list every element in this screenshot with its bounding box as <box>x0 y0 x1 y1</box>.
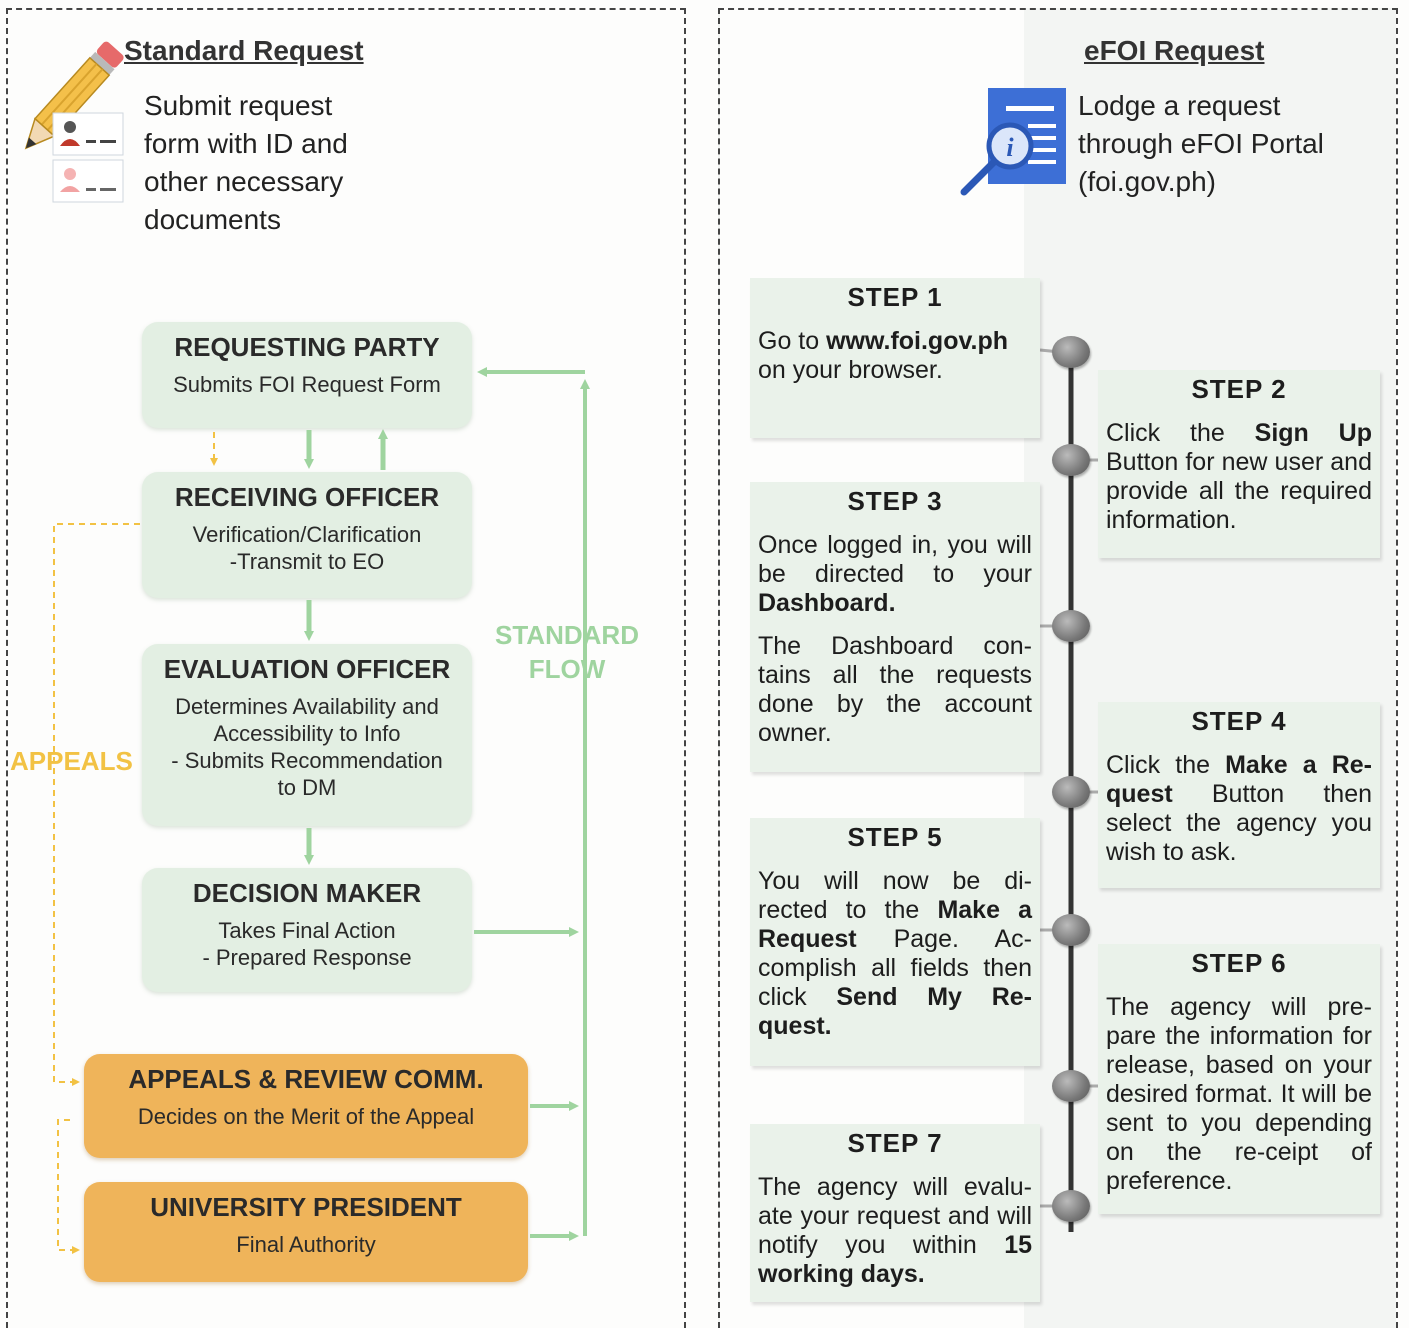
standard-request-intro: Submit request form with ID and other ne… <box>144 90 348 235</box>
step-title: STEP 6 <box>1191 948 1287 978</box>
step-title: STEP 4 <box>1191 706 1287 736</box>
step-6-card: STEP 6 The agency will pre-pare the info… <box>1098 944 1380 1214</box>
step-bold-text: Make a Re-quest <box>1106 751 1372 808</box>
step-body: Go to www.foi.gov.ph on your browser. <box>758 327 1032 385</box>
step-bold-text: Make a Request <box>758 896 1032 953</box>
id-card-icon <box>52 112 124 203</box>
step-body: The agency will evalu-ate your request a… <box>758 1173 1032 1289</box>
timeline-node-3 <box>1052 610 1090 642</box>
step-1-card: STEP 1 Go to www.foi.gov.ph on your brow… <box>750 278 1040 438</box>
step-bold-text: www.foi.gov.ph <box>826 327 1009 355</box>
step-body: The agency will pre-pare the information… <box>1106 993 1372 1196</box>
step-text: Click the <box>1106 751 1226 779</box>
step-text: The agency will pre-pare the information… <box>1106 993 1372 1195</box>
step-title: STEP 5 <box>847 822 943 852</box>
box-requesting-party: REQUESTING PARTY Submits FOI Request For… <box>142 322 472 428</box>
efoi-request-intro: Lodge a request through eFOI Portal (foi… <box>1078 90 1324 197</box>
step-text: The agency will evalu-ate your request a… <box>758 1173 1032 1259</box>
standard-request-panel <box>6 8 686 1328</box>
box-appeals-review-committee: APPEALS & REVIEW COMM. Decides on the Me… <box>84 1054 528 1158</box>
step-title: STEP 3 <box>847 486 943 516</box>
step-bold-text: Dashboard. <box>758 589 896 617</box>
step-bold-text: Sign Up <box>1254 419 1373 447</box>
document-search-icon: i <box>960 88 1066 196</box>
flow-arrows <box>53 367 590 1254</box>
svg-text:i: i <box>1006 133 1014 162</box>
timeline-node-1 <box>1052 336 1090 368</box>
timeline-node-2 <box>1052 444 1090 476</box>
appeals-dash-to-president <box>57 1119 80 1254</box>
step-text: Once logged in, you will be directed to … <box>758 531 1032 588</box>
step-text: You will now be di-rected to the <box>758 867 1032 924</box>
step-text: Click the <box>1106 419 1255 447</box>
step-bold-text: Send My Re-quest. <box>758 983 1032 1040</box>
timeline-node-7 <box>1052 1190 1090 1222</box>
standard-request-heading: Standard Request <box>124 35 364 66</box>
step-4-card: STEP 4 Click the Make a Re-quest Button … <box>1098 702 1380 888</box>
box-decision-maker: DECISION MAKER Takes Final Action - Prep… <box>142 868 472 992</box>
step-title: STEP 7 <box>847 1128 943 1158</box>
timeline-node-5 <box>1052 914 1090 946</box>
step-body: Once logged in, you will be directed to … <box>758 531 1032 618</box>
step-title: STEP 2 <box>1191 374 1287 404</box>
box-university-president: UNIVERSITY PRESIDENT Final Authority <box>84 1182 528 1282</box>
efoi-request-heading: eFOI Request <box>1084 35 1265 66</box>
standard-flow-label: STANDARD FLOW <box>495 620 639 684</box>
step-7-card: STEP 7 The agency will evalu-ate your re… <box>750 1124 1040 1302</box>
step-text: Button then select the agency you wish t… <box>1106 780 1372 866</box>
appeals-label: APPEALS <box>10 746 133 776</box>
step-3-card: STEP 3 Once logged in, you will be direc… <box>750 482 1040 772</box>
step-body: Click the Make a Re-quest Button then se… <box>1106 751 1372 867</box>
step-body-2: The Dashboard con-tains all the requests… <box>758 632 1032 747</box>
step-bold-text: 15 working days. <box>758 1231 1032 1288</box>
step-text: Go to <box>758 327 827 355</box>
step-body: Click the Sign Up Button for new user an… <box>1106 419 1372 535</box>
step-text: Page. Ac-complish all fields then click <box>758 925 1032 1011</box>
box-evaluation-officer: EVALUATION OFFICER Determines Availabili… <box>142 644 472 826</box>
timeline-node-6 <box>1052 1070 1090 1102</box>
step-title: STEP 1 <box>847 282 943 312</box>
appeals-dash-to-committee <box>53 523 140 1086</box>
timeline-node-4 <box>1052 776 1090 808</box>
step-2-card: STEP 2 Click the Sign Up Button for new … <box>1098 370 1380 558</box>
step-text: Button for new user and provide all the … <box>1106 448 1372 534</box>
step-text: on your browser. <box>758 356 943 384</box>
step-body: You will now be di-rected to the Make a … <box>758 867 1032 1041</box>
step-5-card: STEP 5 You will now be di-rected to the … <box>750 818 1040 1066</box>
box-receiving-officer: RECEIVING OFFICER Verification/Clarifica… <box>142 472 472 598</box>
